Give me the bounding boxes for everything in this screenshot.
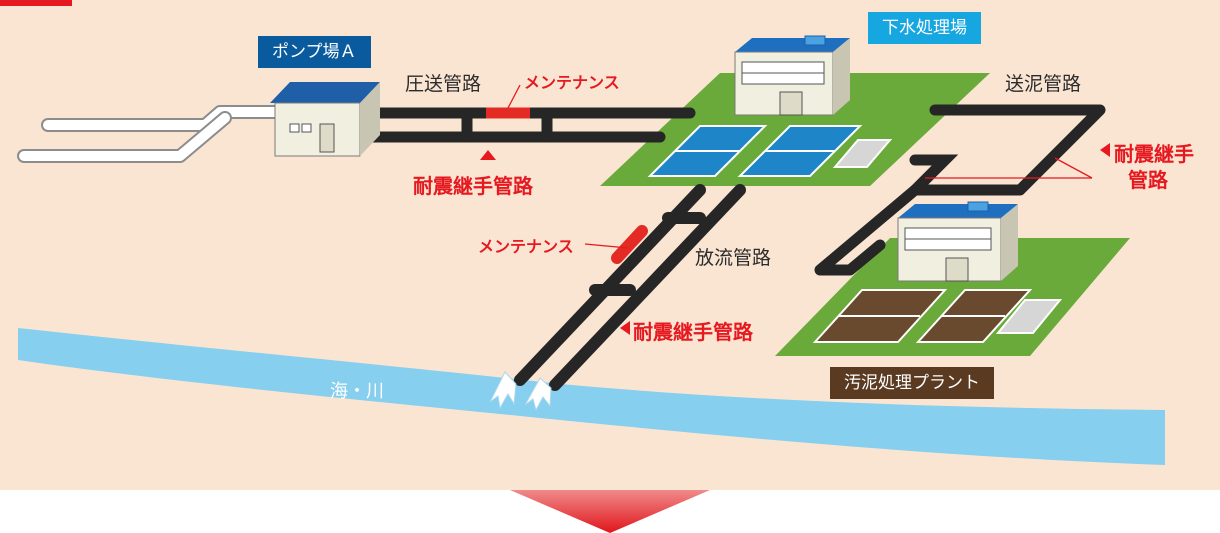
seismic-pipe-label-top: 耐震継手管路 [413, 174, 533, 198]
river [18, 328, 1165, 465]
corner-accent [0, 0, 72, 6]
triangle-left-icon-right [1100, 143, 1110, 157]
maintenance-label-mid: メンテナンス [478, 237, 574, 256]
seismic-pipe-label-right-line2: 管路 [1128, 168, 1168, 192]
chevron-down-arrow-icon [510, 490, 710, 533]
river-label: 海・川 [330, 381, 384, 402]
maintenance-label-top: メンテナンス [524, 73, 620, 92]
sludge-pipe-branch [909, 154, 959, 196]
discharge-pipes [514, 184, 746, 391]
sludge-pipe-label: 送泥管路 [1005, 73, 1082, 95]
pump-station-building [270, 82, 380, 157]
intake-pipes [17, 105, 285, 163]
triangle-left-icon [620, 321, 630, 335]
pump-station-label: ポンプ場Ａ [258, 36, 371, 68]
treatment-tanks [647, 125, 863, 177]
sludge-small-tank [995, 299, 1063, 334]
seismic-pipe-label-mid: 耐震継手管路 [633, 320, 753, 344]
sewage-plant-label: 下水処理場 [868, 12, 981, 44]
maintenance-pipe-segment-mid [611, 225, 648, 264]
sludge-tanks [812, 289, 1033, 343]
discharge-pipe-label: 放流管路 [695, 247, 772, 269]
pressure-pipe-label: 圧送管路 [405, 73, 482, 95]
triangle-up-icon [480, 150, 496, 160]
sewage-small-tank [832, 139, 893, 168]
seismic-pipe-label-right-line1: 耐震継手 [1114, 142, 1194, 166]
sludge-plant-building [897, 201, 1018, 282]
leader-lines [507, 84, 1093, 249]
sludge-plant-label: 汚泥処理プラント [830, 367, 994, 399]
sewage-plant-building [734, 35, 850, 116]
spray-icon [489, 371, 552, 412]
